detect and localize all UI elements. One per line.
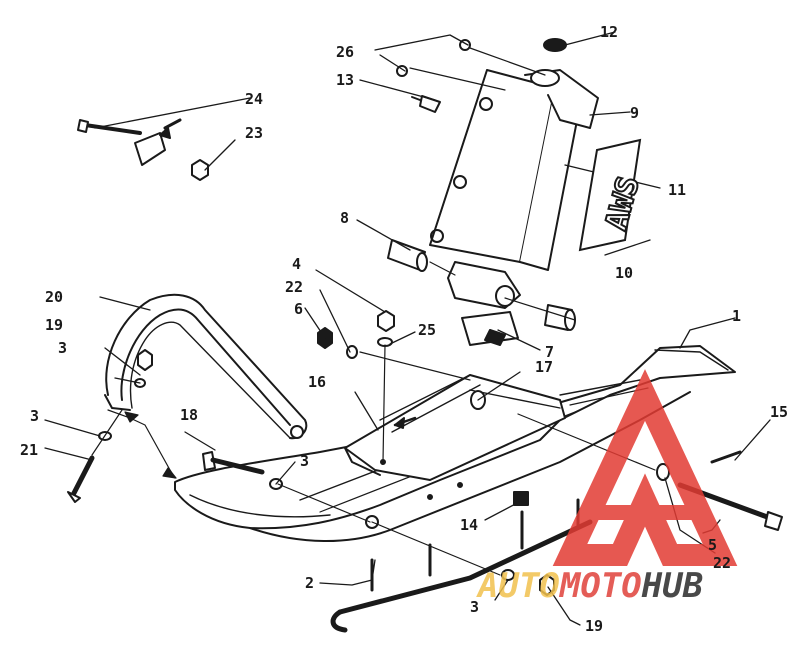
callout-26: 26 — [336, 43, 354, 61]
ski-saddle — [344, 374, 566, 481]
callout-17: 17 — [535, 358, 553, 376]
washer-22a — [346, 345, 358, 359]
callout-15: 15 — [770, 403, 788, 421]
watermark-part1: AUTO — [476, 566, 560, 606]
bushing-8 — [387, 239, 428, 272]
callout-5: 5 — [708, 536, 717, 554]
nut-4 — [377, 310, 395, 332]
callout-18: 18 — [180, 406, 198, 424]
watermark-triangle-logo — [552, 369, 738, 566]
bushing-10 — [544, 304, 576, 331]
callout-22a: 22 — [285, 278, 303, 296]
washer-26b — [396, 65, 408, 77]
callout-2: 2 — [305, 574, 314, 592]
callout-16: 16 — [308, 373, 326, 391]
callout-3c: 3 — [300, 452, 309, 470]
callout-1: 1 — [732, 307, 741, 325]
callout-13: 13 — [336, 71, 354, 89]
nut-19a — [137, 349, 153, 371]
callout-3d: 3 — [470, 598, 479, 616]
lower-spindle — [447, 261, 521, 346]
callout-11: 11 — [668, 181, 686, 199]
nut-23 — [191, 159, 209, 181]
watermark-part2: MOTO — [559, 566, 642, 606]
top-mount — [524, 69, 599, 129]
bolt-24 — [77, 119, 142, 135]
callout-labels: 1 2 3 3 3 3 4 5 6 7 8 9 10 11 12 13 14 1… — [20, 23, 788, 635]
callout-7: 7 — [545, 343, 554, 361]
callout-10: 10 — [615, 264, 633, 282]
callout-4: 4 — [292, 255, 301, 273]
aws-decal: AWS — [578, 138, 648, 252]
callout-25: 25 — [418, 321, 436, 339]
callout-9: 9 — [630, 104, 639, 122]
callout-14: 14 — [460, 516, 478, 534]
callout-23: 23 — [245, 124, 263, 142]
callout-3b: 3 — [30, 407, 39, 425]
watermark-text: AUTOMOTOHUB — [476, 566, 703, 606]
ski-loop — [104, 293, 308, 440]
callout-8: 8 — [340, 209, 349, 227]
callout-3a: 3 — [58, 339, 67, 357]
watermark-part3: HUB — [641, 566, 703, 606]
callout-24: 24 — [245, 90, 263, 108]
assembly-lines — [91, 47, 656, 576]
bolt-21 — [67, 455, 95, 503]
stop-14 — [513, 491, 529, 506]
grease-fitting — [411, 95, 441, 113]
callout-22b: 22 — [713, 554, 731, 572]
callout-19a: 19 — [45, 316, 63, 334]
callout-6: 6 — [294, 300, 303, 318]
callout-19b: 19 — [585, 617, 603, 635]
callout-12: 12 — [600, 23, 618, 41]
watermark-bar — [580, 505, 705, 520]
watermark: AUTOMOTOHUB — [476, 369, 738, 606]
clamp-bracket — [134, 118, 182, 166]
cap — [543, 38, 567, 52]
callout-21: 21 — [20, 441, 38, 459]
bolt-18 — [202, 451, 265, 475]
callout-20: 20 — [45, 288, 63, 306]
